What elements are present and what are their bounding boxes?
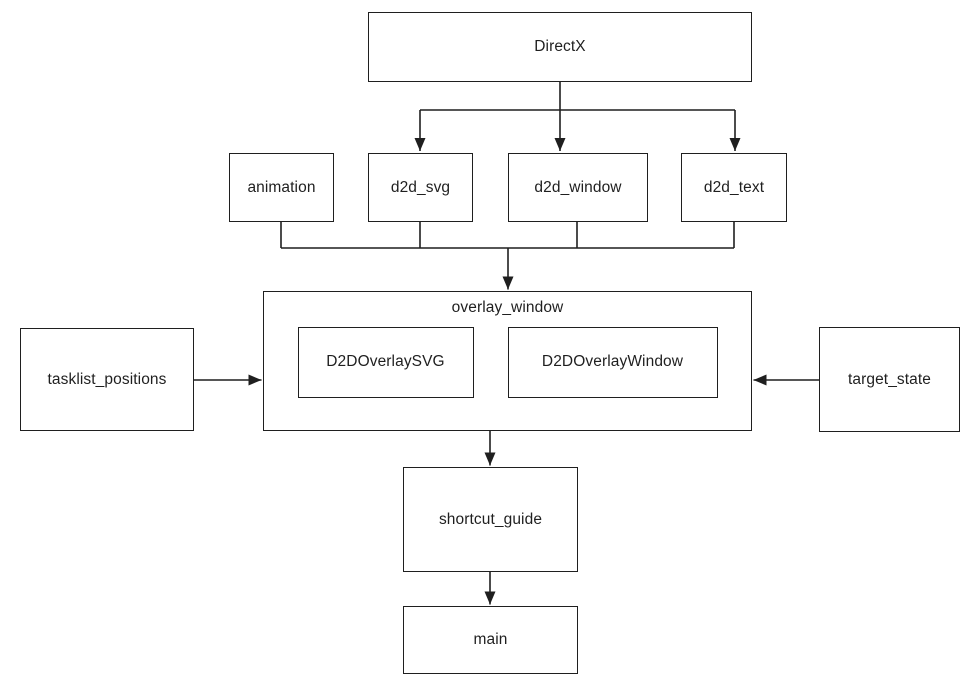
node-tasklist-positions: tasklist_positions	[20, 328, 194, 431]
node-d2d-window: d2d_window	[508, 153, 648, 222]
node-animation: animation	[229, 153, 334, 222]
overlay-window-title: overlay_window	[451, 299, 564, 316]
node-main: main	[403, 606, 578, 674]
node-d2d-svg: d2d_svg	[368, 153, 473, 222]
node-shortcut-guide: shortcut_guide	[403, 467, 578, 572]
node-d2d-overlay-svg: D2DOverlaySVG	[297, 326, 474, 398]
node-target-state: target_state	[819, 327, 960, 432]
edge-merge-drops	[280, 222, 735, 248]
node-overlay-window: overlay_window D2DOverlaySVG D2DOverlayW…	[263, 291, 752, 431]
node-directx: DirectX	[368, 12, 752, 82]
node-d2d-text: d2d_text	[681, 153, 787, 222]
node-d2d-overlay-window: D2DOverlayWindow	[507, 326, 718, 398]
